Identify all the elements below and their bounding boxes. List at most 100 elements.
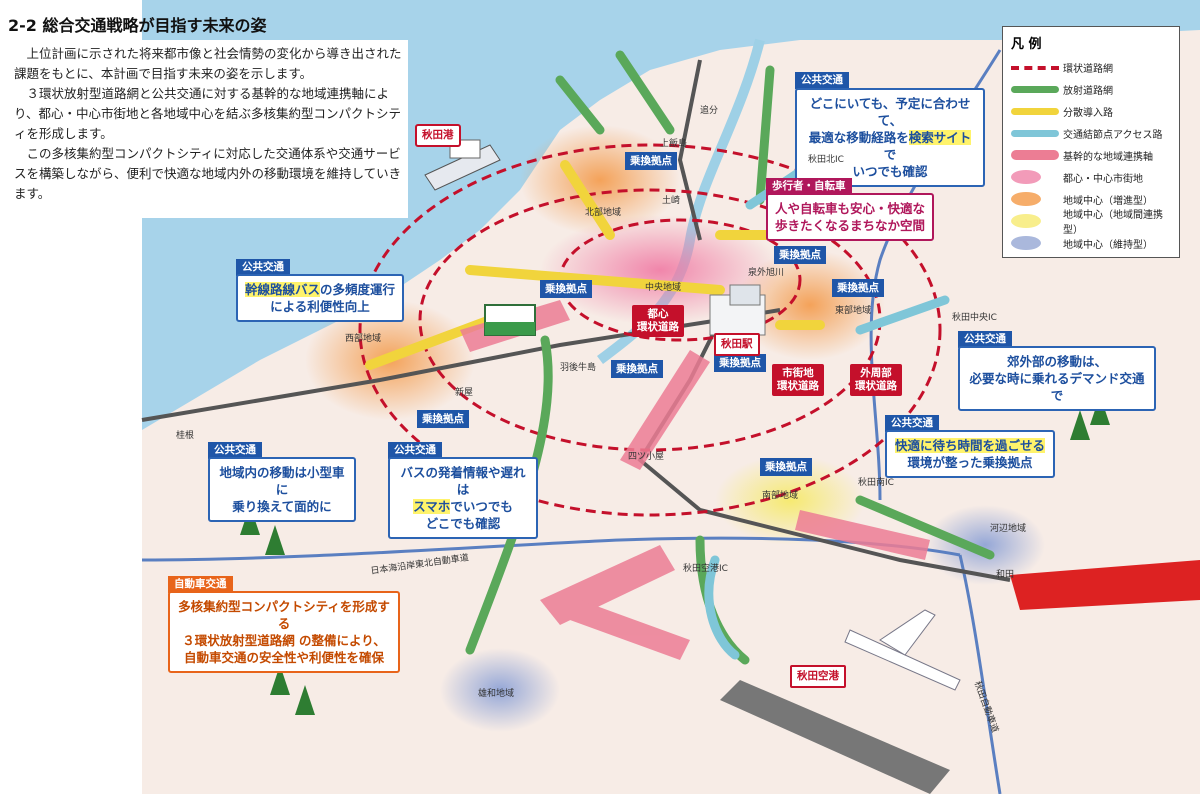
legend-label: 基幹的な地域連携軸 (1063, 151, 1153, 163)
yotsugoya-label: 四ツ小屋 (628, 452, 665, 462)
callout-walkable: 人や自転車も安心・快適な 歩きたくなるまちなか空間 (766, 193, 934, 241)
legend-item-urban: 都心・中心市街地 (1011, 166, 1171, 188)
callout-tag-smartphone: 公共交通 (388, 442, 442, 459)
kawabe-area-zone (925, 505, 1045, 585)
callout-tag-search: 公共交通 (795, 72, 849, 89)
shinkansen (1010, 560, 1200, 610)
legend: 凡 例 環状道路網 放射道路網 分散導入路 交通結節点アクセス路 基幹的な地域連… (1002, 26, 1180, 258)
legend-label: 都心・中心市街地 (1063, 173, 1143, 185)
south-area-label: 南部地域 (762, 491, 799, 501)
middle-ring-label: 市街地環状道路 (772, 364, 824, 396)
callout-line: 最適な移動経路を検索サイトで (803, 129, 977, 163)
izumisotoasahikawa-label: 泉外旭川 (748, 268, 785, 278)
east-area-label: 東部地域 (835, 306, 872, 316)
zone-swatch (1011, 236, 1041, 250)
callout-line: 環境が整った乗換拠点 (907, 455, 1033, 470)
intro-paragraph-3: この多核集約型コンパクトシティに対応した交通体系や交通サービスを構築しながら、便… (14, 146, 402, 201)
ring-label-line: 市街地 (782, 367, 814, 379)
legend-item-maintain: 地域中心（維持型） (1011, 232, 1171, 254)
callout-smartphone: バスの発着情報や遅れは スマホでいつでも どこでも確認 (388, 457, 538, 539)
callout-line: いつでも確認 (852, 164, 928, 179)
akita-station-label: 秋田駅 (714, 333, 760, 356)
callout-trunk-bus: 幹線路線バスの多頻度運行 による利便性向上 (236, 274, 404, 322)
bus (484, 304, 536, 336)
legend-item-trunk: 基幹的な地域連携軸 (1011, 144, 1171, 166)
legend-label: 地域中心（地域間連携型） (1063, 210, 1163, 236)
callout-tag-walk: 歩行者・自転車 (766, 178, 852, 195)
airplane (844, 609, 961, 691)
section-heading: 2-2 総合交通戦略が目指す未来の姿 (8, 16, 267, 35)
ferry-ship (424, 139, 501, 191)
wada-label: 和田 (996, 570, 1015, 580)
callout-line: 乗り換えて面的に (232, 499, 332, 514)
callout-highlight: 幹線路線バス (244, 282, 320, 297)
callout-line: 幹線路線バスの多頻度運行 (244, 281, 396, 298)
double-arrow-icon (1011, 150, 1059, 160)
legend-label: 地域中心（増進型） (1063, 195, 1153, 207)
callout-tag-trunk-bus: 公共交通 (236, 259, 290, 276)
ring-label-line: 外周部 (860, 367, 892, 379)
akita-airport-label: 秋田空港 (790, 665, 846, 688)
tsuchizaki-label: 土崎 (662, 196, 681, 206)
ic-airport-label: 秋田空港IC (683, 564, 728, 574)
zone-swatch (1011, 170, 1041, 184)
callout-search-site: どこにいても、予定に合わせて、 最適な移動経路を検索サイトで いつでも確認 (795, 88, 985, 187)
legend-item-distribution: 分散導入路 (1011, 100, 1171, 122)
callout-line: ３環状放射型道路網 の整備により、 (182, 633, 386, 648)
callout-small-car: 地域内の移動は小型車に 乗り換えて面的に (208, 457, 356, 522)
west-area-label: 西部地域 (345, 334, 382, 344)
legend-label: 分散導入路 (1063, 107, 1113, 119)
callout-line: 必要な時に乗れるデマンド交通で (969, 371, 1145, 403)
ring-road-swatch (1011, 66, 1059, 70)
callout-tag-waiting: 公共交通 (885, 415, 939, 432)
transfer-hub-station: 乗換拠点 (714, 354, 766, 372)
callout-demand: 郊外部の移動は、 必要な時に乗れるデマンド交通で (958, 346, 1156, 411)
outer-ring-road (358, 143, 942, 517)
transfer-hub-west: 乗換拠点 (417, 410, 469, 428)
callout-line: 多核集約型コンパクトシティを形成する (178, 599, 390, 631)
outer-ring-label: 外周部環状道路 (850, 364, 902, 396)
callout-highlight: 快適に待ち時間を過ごせる (894, 438, 1045, 453)
transfer-hub-east: 乗換拠点 (832, 279, 884, 297)
callout-line: 人や自転車も安心・快適な (774, 201, 925, 216)
callout-waiting: 快適に待ち時間を過ごせる 環境が整った乗換拠点 (885, 430, 1055, 478)
legend-label: 環状道路網 (1063, 63, 1113, 75)
legend-label: 地域中心（維持型） (1063, 239, 1153, 251)
kawabe-area-label: 河辺地域 (990, 524, 1027, 534)
central-area-label: 中央地域 (645, 283, 682, 293)
callout-line: 自動車交通の安全性や利便性を確保 (183, 650, 384, 665)
double-arrow-icon (1011, 129, 1059, 137)
east-area-zone (735, 250, 885, 360)
callout-tag-car: 自動車交通 (168, 576, 233, 593)
ic-south-label: 秋田南IC (858, 478, 894, 488)
ring-label-line: 環状道路 (637, 321, 679, 333)
ushijima-label: 羽後牛島 (560, 363, 597, 373)
callout-text: で (883, 147, 897, 162)
oiwake-label: 追分 (700, 106, 719, 116)
double-arrow-icon (1011, 107, 1059, 115)
ring-label-line: 都心 (647, 308, 669, 320)
transfer-hub-central-east: 乗換拠点 (774, 246, 826, 264)
intro-paragraph-1: 上位計画に示された将来都市像と社会情勢の変化から導き出された課題をもとに、本計画… (14, 46, 402, 81)
araya-label: 新屋 (455, 388, 474, 398)
callout-text: の多頻度運行 (320, 282, 396, 297)
callout-line: による利便性向上 (270, 299, 370, 314)
transfer-hub-south: 乗換拠点 (760, 458, 812, 476)
intro-text: 上位計画に示された将来都市像と社会情勢の変化から導き出された課題をもとに、本計画… (8, 40, 408, 218)
kamiiijima-label: 上飯島 (660, 139, 688, 149)
akita-port-label: 秋田港 (415, 124, 461, 147)
callout-highlight: スマホ (413, 499, 451, 514)
callout-line: スマホでいつでも (396, 498, 530, 515)
transfer-hub-central-west: 乗換拠点 (540, 280, 592, 298)
callout-line: どこにいても、予定に合わせて、 (809, 96, 971, 128)
legend-item-radial: 放射道路網 (1011, 78, 1171, 100)
callout-text: でいつでも (450, 499, 513, 514)
airport-runway (720, 680, 950, 794)
callout-line: 歩きたくなるまちなか空間 (774, 218, 925, 233)
legend-item-access: 交通結節点アクセス路 (1011, 122, 1171, 144)
legend-title: 凡 例 (1011, 37, 1042, 52)
legend-label: 放射道路網 (1063, 85, 1113, 97)
zone-swatch (1011, 192, 1041, 206)
legend-item-ring: 環状道路網 (1011, 56, 1171, 78)
yuwa-area-label: 雄和地域 (478, 689, 515, 699)
